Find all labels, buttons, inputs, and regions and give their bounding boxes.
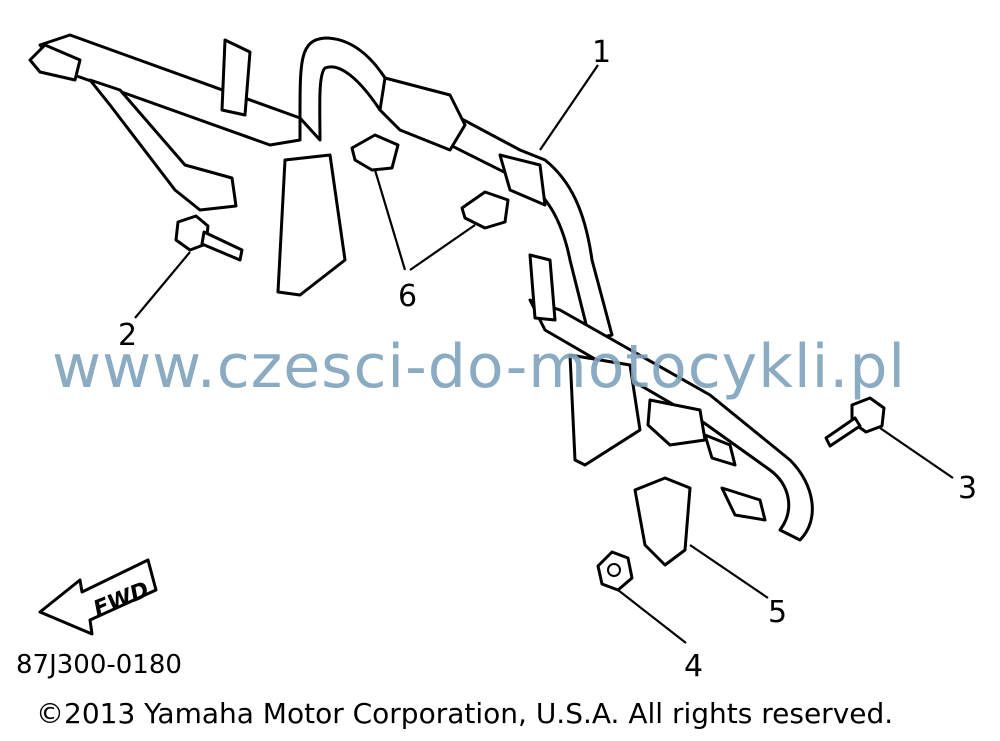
fwd-arrow-icon: FWD bbox=[38, 558, 158, 636]
bolt-part-2 bbox=[174, 214, 244, 262]
callout-3: 3 bbox=[958, 471, 977, 506]
callout-5: 5 bbox=[768, 595, 787, 630]
frame-bracket-part-1 bbox=[28, 33, 814, 542]
bracket-part-5 bbox=[633, 476, 767, 567]
watermark: www.czesci-do-motocykli.pl bbox=[52, 332, 907, 402]
callout-2: 2 bbox=[118, 318, 137, 353]
bolt-part-3 bbox=[824, 396, 886, 448]
clip-part-6 bbox=[350, 133, 510, 230]
callout-1: 1 bbox=[592, 35, 611, 70]
leader-lines bbox=[134, 64, 954, 644]
callout-4: 4 bbox=[684, 649, 703, 684]
nut-part-4 bbox=[596, 550, 634, 592]
diagram-code: 87J300-0180 bbox=[16, 650, 182, 680]
copyright-notice: ©2013 Yamaha Motor Corporation, U.S.A. A… bbox=[36, 697, 894, 730]
callout-6: 6 bbox=[398, 279, 417, 314]
